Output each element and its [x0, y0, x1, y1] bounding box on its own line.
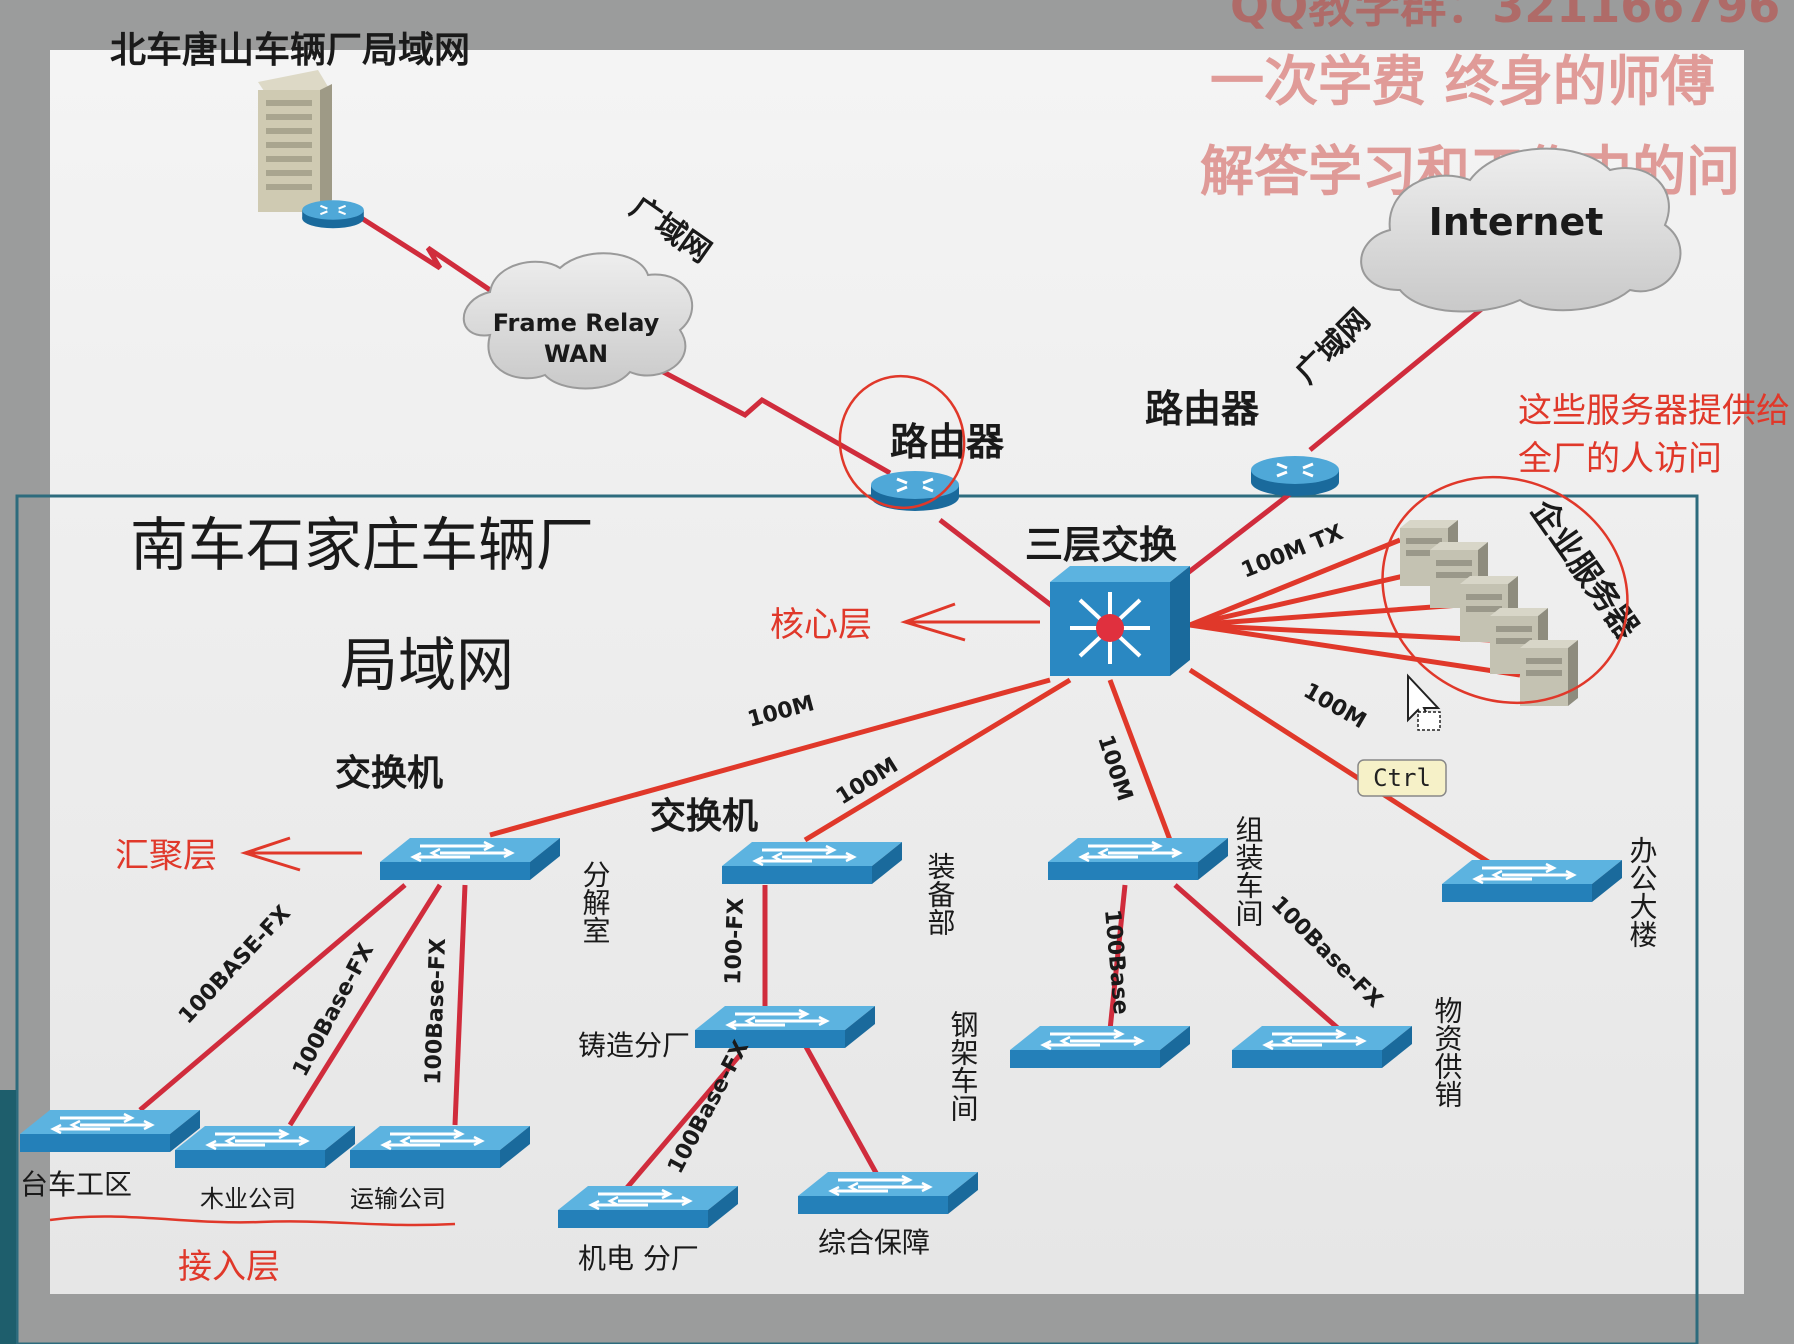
- servers-highlight-circle: [1381, 475, 1629, 705]
- dist2-name: 装备部: [924, 852, 957, 936]
- access1-name: 台车工区: [20, 1168, 132, 1201]
- router-right-icon: [1249, 454, 1341, 498]
- steel-name: 钢架车间: [947, 1010, 980, 1122]
- frame-relay-label: Frame Relay: [493, 309, 660, 337]
- ctrl-tooltip-text: Ctrl: [1373, 764, 1431, 792]
- access2-name: 木业公司: [200, 1185, 296, 1213]
- lan-frame: [15, 494, 1699, 1344]
- frame-relay-cloud-icon: [462, 252, 694, 390]
- ctrl-tooltip: [1357, 759, 1447, 797]
- mech-name: 机电 分厂: [578, 1242, 699, 1275]
- server-5-icon: [1520, 640, 1578, 706]
- watermark-line2: 一次学费 终身的师傅: [1210, 50, 1715, 113]
- router-left-label: 路由器: [890, 420, 1005, 464]
- branch-site-title: 北车唐山车辆厂局域网: [110, 29, 470, 71]
- dist1-name: 分解室: [579, 860, 612, 944]
- building-icon: [258, 70, 332, 212]
- core-switch-icon: [1050, 566, 1190, 676]
- aggregation-layer-arrow-icon: [240, 836, 362, 872]
- router-right-label: 路由器: [1145, 387, 1260, 431]
- foundry-name: 铸造分厂: [578, 1029, 690, 1062]
- router-highlight-circle: [838, 374, 966, 510]
- network-links: [138, 211, 1521, 1192]
- support-name: 综合保障: [818, 1226, 930, 1259]
- material-name: 物资供销: [1431, 996, 1464, 1108]
- dist-switch-2-icon: [720, 840, 904, 886]
- vertical-labels: 分解室 装备部 组装车间 办公大楼 钢架车间 物资供销: [579, 815, 1659, 1122]
- access-switch-2-icon: [173, 1124, 357, 1170]
- dist2-foundry-link-label: 100-FX: [721, 897, 749, 985]
- dist2-title: 交换机: [650, 795, 758, 837]
- office-name: 办公大楼: [1626, 836, 1659, 948]
- dist-switch-3-icon: [1046, 836, 1230, 882]
- main-site-title: 南车石家庄车辆厂: [130, 511, 594, 579]
- access-switch-1-icon: [18, 1108, 202, 1154]
- mech-switch-icon: [556, 1184, 740, 1230]
- left-edge-bar: [0, 1090, 16, 1344]
- branch-router-icon: [301, 199, 365, 230]
- internet-label: Internet: [1429, 200, 1604, 244]
- server-note-line1: 这些服务器提供给: [1518, 391, 1790, 431]
- mouse-cursor-icon: [1407, 673, 1441, 731]
- internet-cloud-icon: [1360, 147, 1682, 313]
- dist-switch-1-icon: [378, 836, 562, 882]
- core-layer-arrow-icon: [900, 602, 1040, 642]
- wan-label: WAN: [544, 340, 608, 368]
- aggregation-layer-label: 汇聚层: [115, 836, 217, 876]
- material-switch-icon: [1230, 1024, 1414, 1070]
- foundry-switch-icon: [693, 1004, 877, 1050]
- acc3-link-label: 100Base-FX: [421, 938, 451, 1085]
- access3-name: 运输公司: [350, 1185, 446, 1213]
- access-switch-3-icon: [348, 1124, 532, 1170]
- support-switch-icon: [796, 1170, 980, 1216]
- core-switch-label: 三层交换: [1025, 523, 1177, 567]
- dist1-title: 交换机: [335, 752, 443, 794]
- server-note-line2: 全厂的人访问: [1518, 439, 1722, 479]
- left-sub-switch-icon: [1008, 1024, 1192, 1070]
- office-switch-icon: [1440, 858, 1624, 904]
- dist3-name: 组装车间: [1232, 815, 1265, 927]
- core-layer-label: 核心层: [770, 605, 872, 645]
- access-layer-underline: [49, 1215, 456, 1227]
- access-layer-label: 接入层: [178, 1247, 280, 1287]
- watermark-line1: QQ教学群：321166796: [1230, 0, 1780, 33]
- main-site-subtitle: 局域网: [340, 631, 514, 699]
